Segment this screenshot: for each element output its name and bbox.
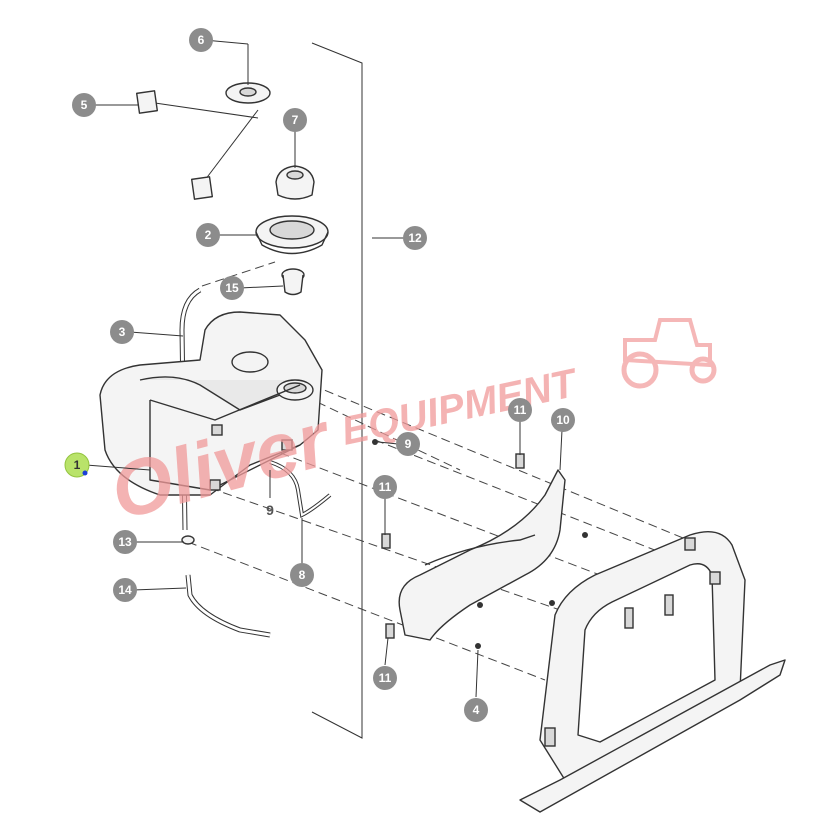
fasteners	[181, 439, 588, 649]
svg-text:1: 1	[74, 458, 81, 472]
callout-4[interactable]: 4	[464, 698, 488, 722]
svg-text:14: 14	[118, 583, 132, 597]
svg-text:12: 12	[408, 231, 422, 245]
callout-12[interactable]: 12	[403, 226, 427, 250]
callout-11-bottom[interactable]: 11	[373, 666, 397, 690]
mounting-frame	[519, 531, 786, 813]
tractor-icon	[621, 318, 717, 389]
callout-8[interactable]: 8	[290, 563, 314, 587]
callouts: 6 5 7 2 12 15 3 11 10 9 1 11 9 13 8 14 1…	[64, 28, 575, 722]
svg-text:6: 6	[198, 33, 205, 47]
callout-7[interactable]: 7	[283, 108, 307, 132]
svg-text:13: 13	[118, 535, 132, 549]
svg-text:10: 10	[556, 413, 570, 427]
assembly-bracket	[311, 42, 363, 739]
callout-11-top[interactable]: 11	[508, 398, 532, 422]
svg-text:4: 4	[473, 703, 480, 717]
grommet	[281, 268, 305, 296]
tank-shield	[398, 469, 566, 641]
watermark: Oliver EQUIPMENT	[102, 318, 717, 536]
watermark-caps-text: EQUIPMENT	[338, 361, 583, 454]
callout-15[interactable]: 15	[220, 276, 244, 300]
svg-text:11: 11	[379, 671, 392, 685]
fuel-tank	[99, 311, 323, 496]
callout-9-left: 9	[266, 502, 274, 518]
svg-text:9: 9	[405, 437, 412, 451]
callout-14[interactable]: 14	[113, 578, 137, 602]
callout-10[interactable]: 10	[551, 408, 575, 432]
callout-5[interactable]: 5	[72, 93, 96, 117]
svg-text:2: 2	[205, 228, 212, 242]
svg-text:3: 3	[119, 325, 126, 339]
fuel-sender	[135, 82, 271, 200]
svg-text:11: 11	[514, 403, 527, 417]
callout-13[interactable]: 13	[113, 530, 137, 554]
svg-text:7: 7	[292, 113, 299, 127]
svg-text:11: 11	[379, 480, 392, 494]
callout-6[interactable]: 6	[189, 28, 213, 52]
callout-3[interactable]: 3	[110, 320, 134, 344]
callout-1[interactable]: 1	[64, 452, 90, 478]
filler-ring	[255, 215, 329, 255]
callout-2[interactable]: 2	[196, 223, 220, 247]
svg-text:5: 5	[81, 98, 88, 112]
callout-9-right[interactable]: 9	[396, 432, 420, 456]
svg-text:15: 15	[225, 281, 239, 295]
svg-text:8: 8	[299, 568, 306, 582]
svg-text:9: 9	[266, 502, 274, 518]
callout-11-middle[interactable]: 11	[373, 475, 397, 499]
fuel-cap	[275, 165, 315, 200]
